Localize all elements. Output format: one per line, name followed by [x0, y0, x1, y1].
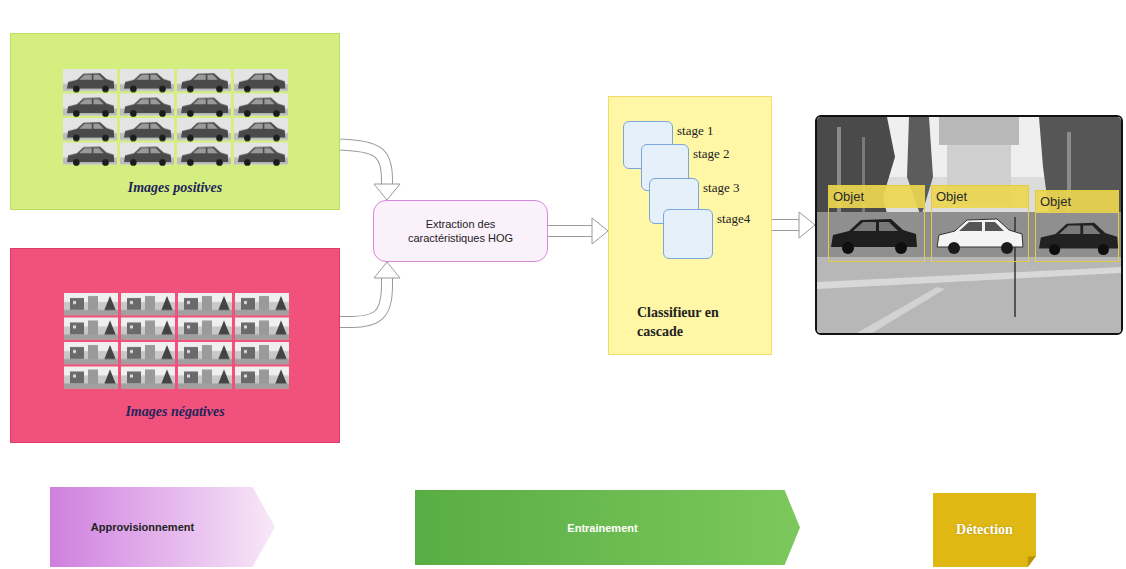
phase-tag: Détection [933, 493, 1036, 567]
image-set-box: Images positives [10, 33, 340, 210]
object-label: Objet [829, 186, 924, 208]
hollow-arrow [548, 218, 608, 244]
image-set-box: Images négatives [10, 248, 340, 443]
detection-box: Objet [828, 185, 925, 262]
street-photo [817, 117, 1121, 333]
process-box: Extraction des caractéristiques HOG [373, 200, 548, 262]
box-title: Images négatives [125, 404, 224, 420]
detection-box: Objet [1035, 190, 1119, 262]
process-label: Extraction des caractéristiques HOG [398, 217, 523, 246]
detection-image: Objet Objet Objet [815, 115, 1123, 335]
detection-box: Objet [931, 185, 1029, 262]
stage-label: stage 1 [677, 123, 725, 139]
object-label: Objet [1036, 191, 1118, 213]
hollow-arrow [340, 145, 400, 200]
stage-box: stage4 [663, 209, 713, 259]
hollow-arrow [772, 212, 815, 238]
phase-label: Approvisionnement [91, 521, 194, 533]
phase-label: Entrainement [567, 522, 637, 534]
object-label: Objet [932, 186, 1028, 208]
phase-arrow: Entrainement [415, 490, 800, 565]
hollow-arrow [340, 262, 400, 322]
stage-label: stage 3 [703, 180, 751, 196]
phase-label: Détection [956, 522, 1013, 538]
car-thumbnails [63, 69, 291, 167]
stage-label: stage 2 [693, 146, 739, 162]
box-title: Classifieur en cascade [637, 304, 757, 342]
classifier-box: Classifieur en cascade stage 1 stage 2 stag… [608, 96, 772, 355]
phase-arrow: Approvisionnement [50, 487, 275, 567]
box-title: Images positives [128, 180, 223, 196]
background-thumbnails [64, 293, 292, 391]
stage-label: stage4 [717, 211, 765, 227]
